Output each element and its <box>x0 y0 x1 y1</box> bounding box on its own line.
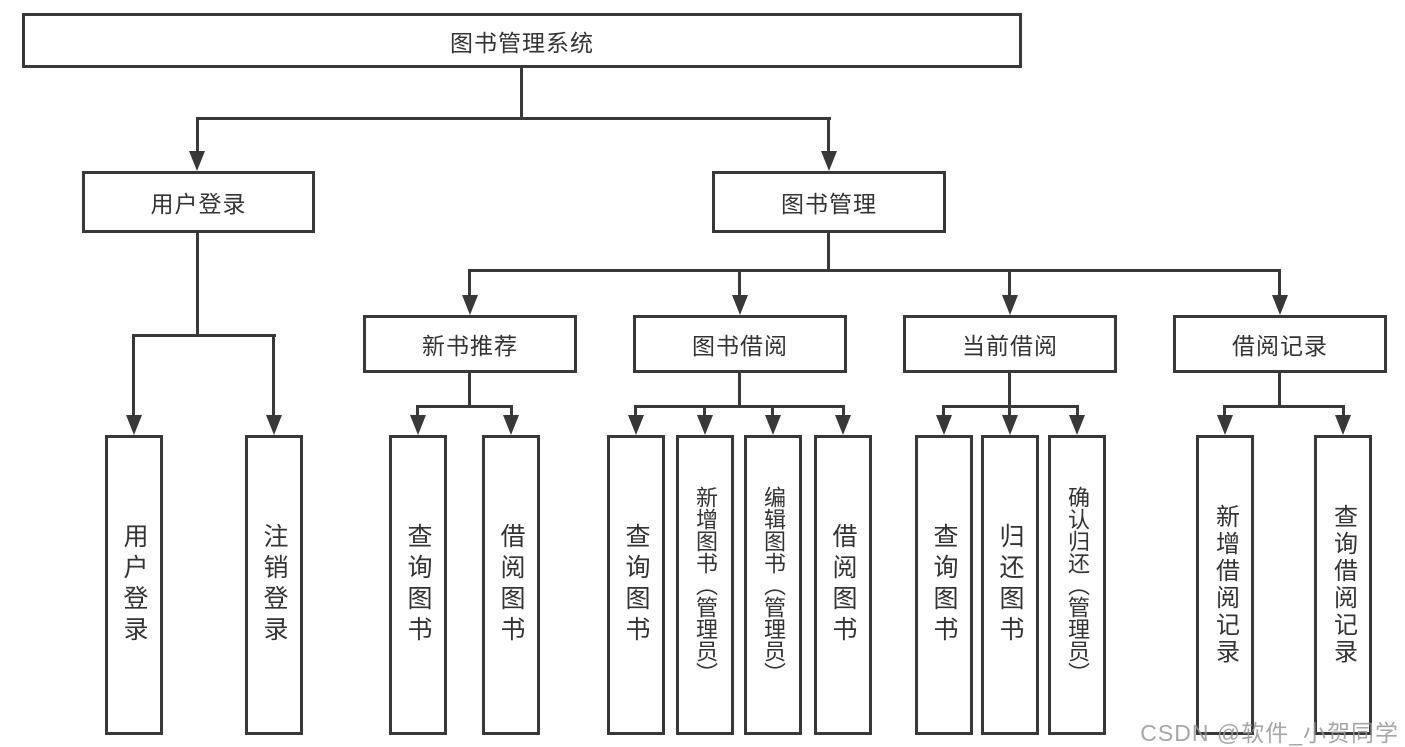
connector-new-book-recommend-branch <box>416 405 513 408</box>
leaf-label: 注销登录 <box>260 523 288 647</box>
arrowhead-down-icon <box>462 295 478 315</box>
connector-new-book-recommend-stem <box>468 373 471 408</box>
arrowhead-down-icon <box>1217 415 1233 435</box>
leaf-user-login: 用户登录 <box>105 435 163 735</box>
connector-borrow-records-stem <box>1278 373 1281 408</box>
connector-drop <box>771 405 774 417</box>
leaf-label: 归还图书 <box>996 523 1024 647</box>
leaf-label: 查询图书 <box>622 523 650 647</box>
connector-drop-leaf-user-login <box>132 334 135 416</box>
connector-drop <box>634 405 637 417</box>
arrowhead-down-icon <box>835 415 851 435</box>
connector-drop <box>842 405 845 417</box>
leaf-label: 确认归还（管理员） <box>1065 486 1090 684</box>
watermark-text: CSDN @软件_小贺同学 <box>1140 720 1399 746</box>
leaf-query-books-borrow: 查询图书 <box>607 435 665 735</box>
connector-drop-book-borrow <box>738 269 741 297</box>
leaf-add-borrow-record: 新增借阅记录 <box>1196 435 1254 735</box>
connector-drop-book-management <box>827 117 830 153</box>
connector-book-borrow-stem <box>738 373 741 408</box>
connector-root-branch <box>196 117 831 120</box>
arrowhead-down-icon <box>410 415 426 435</box>
node-new-book-recommend: 新书推荐 <box>363 315 577 373</box>
leaf-borrow-books-recommend: 借阅图书 <box>482 435 540 735</box>
node-label: 用户登录 <box>150 191 247 217</box>
node-current-borrow: 当前借阅 <box>903 315 1117 373</box>
arrowhead-down-icon <box>126 415 142 435</box>
leaf-label: 用户登录 <box>120 523 148 647</box>
connector-book-management-stem <box>827 233 830 272</box>
arrowhead-down-icon <box>821 151 837 171</box>
arrowhead-down-icon <box>503 415 519 435</box>
connector-drop <box>1342 405 1345 417</box>
connector-drop <box>942 405 945 417</box>
arrowhead-down-icon <box>936 415 952 435</box>
arrowhead-down-icon <box>189 151 205 171</box>
connector-book-borrow-branch <box>634 405 845 408</box>
connector-drop-new-book-recommend <box>468 269 471 297</box>
connector-borrow-records-branch <box>1223 405 1345 408</box>
arrowhead-down-icon <box>266 415 282 435</box>
arrowhead-down-icon <box>1335 415 1351 435</box>
leaf-label: 新增借阅记录 <box>1211 504 1239 666</box>
node-library-management-system: 图书管理系统 <box>22 13 1022 68</box>
connector-user-login-stem <box>196 233 199 336</box>
node-user-login: 用户登录 <box>82 171 315 233</box>
arrowhead-down-icon <box>628 415 644 435</box>
connector-drop <box>1008 405 1011 417</box>
node-label: 借阅记录 <box>1232 333 1328 359</box>
node-label: 图书管理 <box>781 191 877 217</box>
connector-drop-current-borrow <box>1008 269 1011 297</box>
leaf-label: 编辑图书（管理员） <box>761 486 786 684</box>
connector-drop-leaf-logout <box>272 334 275 416</box>
arrowhead-down-icon <box>1069 415 1085 435</box>
connector-drop <box>703 405 706 417</box>
arrowhead-down-icon <box>765 415 781 435</box>
leaf-add-books-admin: 新增图书（管理员） <box>676 435 734 735</box>
node-book-management: 图书管理 <box>712 171 946 233</box>
leaf-label: 借阅图书 <box>497 523 525 647</box>
arrowhead-down-icon <box>1272 295 1288 315</box>
leaf-query-books-current: 查询图书 <box>915 435 973 735</box>
leaf-label: 查询借阅记录 <box>1329 504 1357 666</box>
leaf-label: 查询图书 <box>404 523 432 647</box>
arrowhead-down-icon <box>1002 295 1018 315</box>
leaf-logout: 注销登录 <box>245 435 303 735</box>
leaf-label: 新增图书（管理员） <box>693 486 718 684</box>
leaf-query-books-recommend: 查询图书 <box>389 435 447 735</box>
connector-drop-user-login <box>196 117 199 153</box>
node-label: 图书管理系统 <box>450 29 594 56</box>
leaf-label: 借阅图书 <box>829 523 857 647</box>
connector-drop <box>1223 405 1226 417</box>
leaf-borrow-books: 借阅图书 <box>814 435 872 735</box>
leaf-query-borrow-record: 查询借阅记录 <box>1314 435 1372 735</box>
leaf-return-books: 归还图书 <box>981 435 1039 735</box>
node-book-borrow: 图书借阅 <box>633 315 847 373</box>
arrowhead-down-icon <box>697 415 713 435</box>
node-borrow-records: 借阅记录 <box>1173 315 1387 373</box>
leaf-label: 查询图书 <box>930 523 958 647</box>
arrowhead-down-icon <box>1002 415 1018 435</box>
node-label: 当前借阅 <box>962 333 1058 359</box>
connector-drop <box>510 405 513 417</box>
leaf-edit-books-admin: 编辑图书（管理员） <box>744 435 802 735</box>
leaf-confirm-return-admin: 确认归还（管理员） <box>1048 435 1106 735</box>
node-label: 新书推荐 <box>422 333 518 359</box>
connector-drop <box>416 405 419 417</box>
connector-drop <box>1076 405 1079 417</box>
connector-user-login-branch <box>132 334 276 337</box>
connector-drop-borrow-records <box>1278 269 1281 297</box>
arrowhead-down-icon <box>732 295 748 315</box>
connector-current-borrow-stem <box>1008 373 1011 408</box>
node-label: 图书借阅 <box>692 333 788 359</box>
connector-root-stem <box>520 68 523 119</box>
connector-book-management-branch <box>468 269 1281 272</box>
